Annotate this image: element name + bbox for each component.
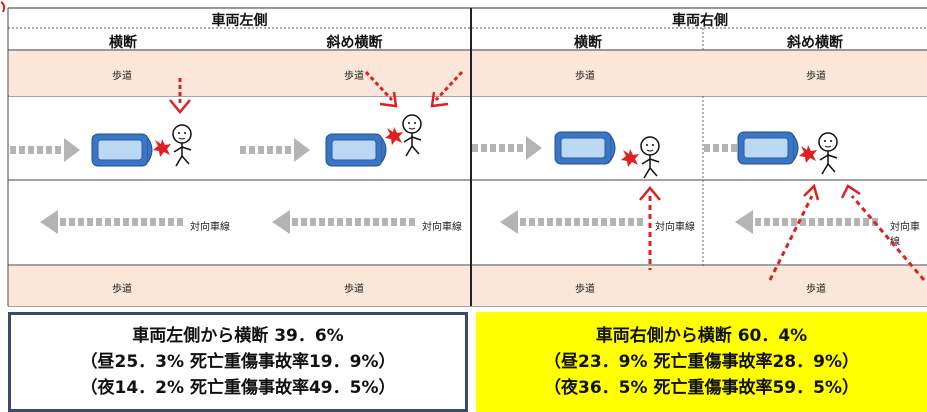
summary-right-day: （昼23．9% 死亡重傷事故率28．9%） [544,352,859,372]
sidewalk-label: 歩道 [575,284,595,295]
scene-right-diagonal [704,131,926,281]
sidewalk-top-right [472,51,927,96]
sidewalk-bottom-left [9,266,470,306]
scene-left-cross [10,78,192,234]
oncoming-lane-label: 対向車線 [655,222,695,233]
sidewalk-label: 歩道 [344,284,364,295]
summary-left-box: 車両左側から横断 39．6% （昼25．3% 死亡重傷事故率19．9%） （夜1… [8,312,468,412]
sidewalk-label: 歩道 [112,71,132,82]
sidewalk-label: 歩道 [806,284,826,295]
sidewalk-label: 歩道 [575,71,595,82]
header-right-side: 車両右側 [672,13,728,29]
header-left-diagonal: 斜め横断 [326,35,383,51]
summary-left-title: 車両左側から横断 39．6% [132,326,344,346]
sidewalk-label: 歩道 [344,71,364,82]
header-row: 車両左側 車両右側 横断 斜め横断 横断 斜め横断 [8,8,927,51]
header-left-cross: 横断 [109,35,137,51]
header-left-side: 車両左側 [211,13,268,29]
sidewalk-top-left [9,51,470,96]
sidewalk-bottom-right [472,266,927,306]
oncoming-lane-label: 対向車線 [422,222,462,233]
oncoming-lane-label: 対向車線 [890,222,920,248]
header-right-diagonal: 斜め横断 [787,35,843,51]
sidewalk-label: 歩道 [806,71,826,82]
oncoming-lane-label: 対向車線 [190,222,230,233]
header-right-cross: 横断 [574,35,602,51]
sidewalk-label: 歩道 [112,284,132,295]
scene-right-cross [472,131,661,270]
summary-left-day: （昼25．3% 死亡重傷事故率19．9%） [80,352,396,372]
summary-left-night: （夜14．2% 死亡重傷事故率49．5%） [80,378,396,398]
summary-right-title: 車両右側から横断 60．4% [595,326,808,346]
scene-left-diagonal [240,70,464,234]
summary-right-box: 車両右側から横断 60．4% （昼23．9% 死亡重傷事故率28．9%） （夜3… [476,312,927,412]
corner-mark [0,1,6,13]
summary-right-night: （夜36．5% 死亡重傷事故率59．5%） [544,378,859,398]
